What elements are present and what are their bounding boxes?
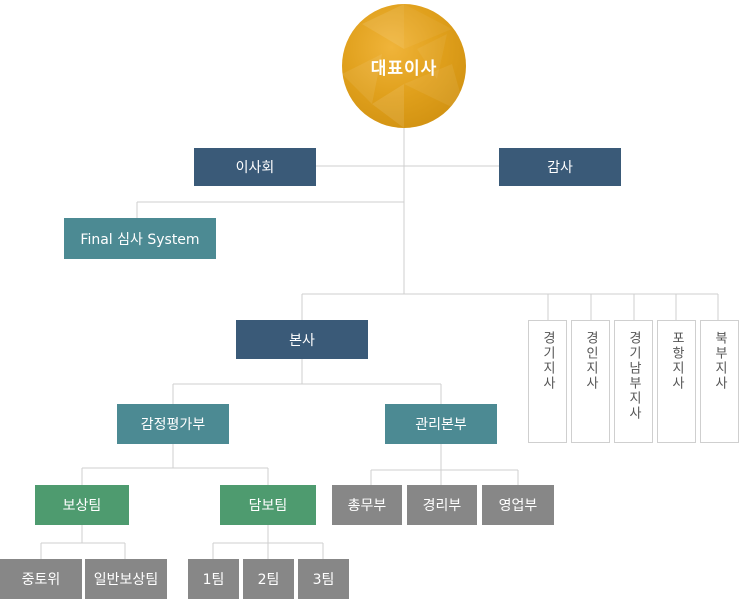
- branch-north: 북부지사: [700, 320, 739, 443]
- sales-box: 영업부: [482, 485, 554, 525]
- board-box: 이사회: [194, 148, 316, 186]
- ceo-pattern: [342, 4, 466, 128]
- branch-label: 북부지사: [712, 331, 727, 391]
- final-review-box: Final 심사 System: [64, 218, 216, 259]
- general-affairs-box: 총무부: [332, 485, 402, 525]
- branch-gyeonggi-south: 경기남부지사: [614, 320, 653, 443]
- team-3-box: 3팀: [298, 559, 349, 599]
- land-committee-box: 중토위: [0, 559, 82, 599]
- branch-label: 경인지사: [583, 331, 598, 391]
- compensation-team-box: 보상팀: [35, 485, 129, 525]
- team-1-box: 1팀: [188, 559, 239, 599]
- branch-pohang: 포항지사: [657, 320, 696, 443]
- branch-label: 경기남부지사: [626, 331, 641, 421]
- general-compensation-box: 일반보상팀: [85, 559, 167, 599]
- audit-box: 감사: [499, 148, 621, 186]
- accounting-box: 경리부: [407, 485, 477, 525]
- headquarters-box: 본사: [236, 320, 368, 359]
- branch-label: 포항지사: [669, 331, 684, 391]
- appraisal-division-box: 감정평가부: [117, 404, 229, 444]
- collateral-team-box: 담보팀: [220, 485, 316, 525]
- team-2-box: 2팀: [243, 559, 294, 599]
- management-division-box: 관리본부: [385, 404, 497, 444]
- branch-label: 경기지사: [540, 331, 555, 391]
- branch-gyeongin: 경인지사: [571, 320, 610, 443]
- branch-gyeonggi: 경기지사: [528, 320, 567, 443]
- ceo-label: 대표이사: [370, 58, 438, 79]
- ceo-node: 대표이사: [342, 4, 466, 128]
